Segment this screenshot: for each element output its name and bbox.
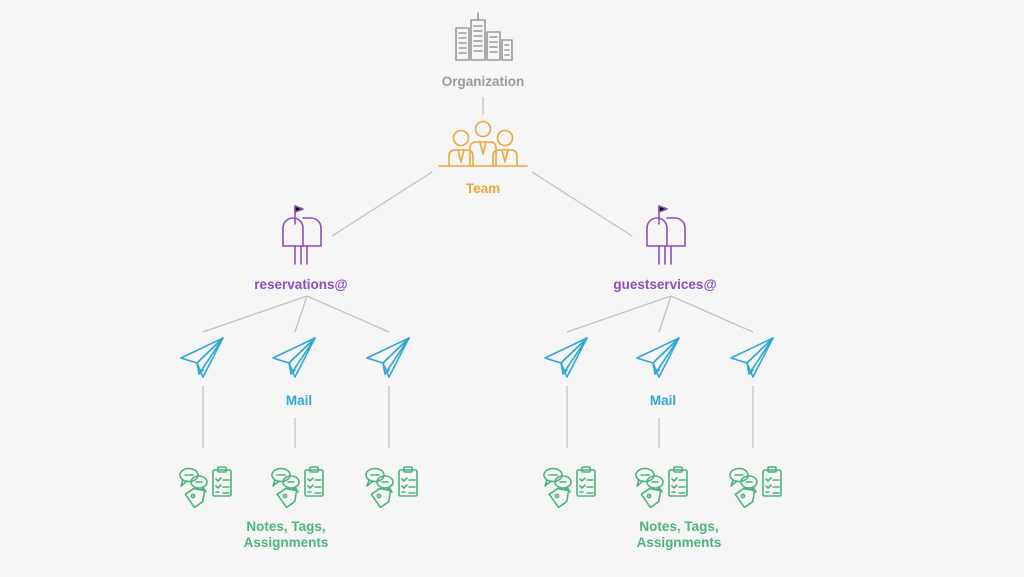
connector-line: [566, 295, 672, 333]
organization-label: Organization: [441, 74, 525, 89]
paper-plane-icon: [366, 337, 410, 378]
notes-label-right: Notes, Tags, Assignments: [619, 519, 739, 551]
paper-plane-icon: [636, 337, 680, 378]
notes-tags-assignments-icons: [635, 466, 688, 509]
paper-plane-icon: [180, 337, 224, 378]
connector-line: [531, 171, 633, 237]
inbox-label-reservations: reservations@: [254, 277, 348, 292]
paper-plane-icon: [272, 337, 316, 378]
inbox-label-guestservices: guestservices@: [613, 277, 717, 292]
notes-tags-assignments-icons: [365, 466, 418, 509]
notes-tags-assignments-icons: [179, 466, 232, 509]
office-buildings-icon: [455, 12, 513, 61]
notes-label-line: Notes, Tags,: [246, 519, 326, 534]
connector-line: [658, 295, 672, 333]
connector-line: [294, 295, 308, 333]
mailbox-icon: [646, 205, 686, 265]
team-label: Team: [465, 181, 501, 196]
notes-label-line: Assignments: [636, 535, 722, 550]
notes-tags-assignments-icons: [271, 466, 324, 509]
paper-plane-icon: [730, 337, 774, 378]
paper-plane-icon: [544, 337, 588, 378]
notes-label-line: Notes, Tags,: [639, 519, 719, 534]
team-people-icon: [438, 120, 528, 167]
mailbox-icon: [282, 205, 322, 265]
connector-line: [202, 295, 308, 333]
notes-label-left: Notes, Tags, Assignments: [226, 519, 346, 551]
connector-line: [670, 295, 754, 333]
connector-line: [331, 171, 433, 237]
notes-tags-assignments-icons: [729, 466, 782, 509]
mail-label-left: Mail: [285, 393, 313, 408]
notes-tags-assignments-icons: [543, 466, 596, 509]
notes-label-line: Assignments: [243, 535, 329, 550]
connector-lines: [202, 97, 754, 448]
mail-label-right: Mail: [649, 393, 677, 408]
diagram-icons: [179, 12, 782, 509]
connector-line: [306, 295, 390, 333]
